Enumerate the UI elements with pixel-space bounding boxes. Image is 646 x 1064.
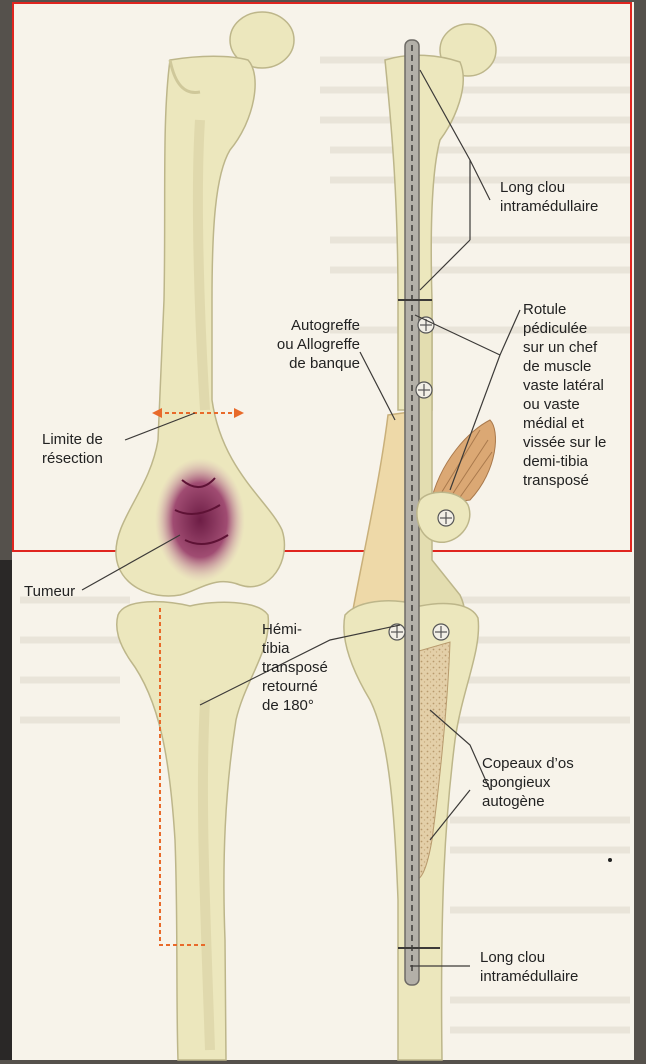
label-tumor: Tumeur [24,582,75,601]
page-sheet [12,2,634,1060]
tumor-mass [155,458,245,582]
label-bone-chips: Copeaux d’os spongieux autogène [482,754,574,811]
label-long-nail-bottom: Long clou intramédullaire [480,948,578,986]
label-resection-limit: Limite de résection [42,430,103,468]
label-hemitibia: Hémi- tibia transposé retourné de 180° [262,620,328,715]
label-graft: Autogreffe ou Allogreffe de banque [232,316,360,373]
label-long-nail-top: Long clou intramédullaire [500,178,598,216]
label-patella: Rotule pédiculée sur un chef de muscle v… [523,300,606,490]
